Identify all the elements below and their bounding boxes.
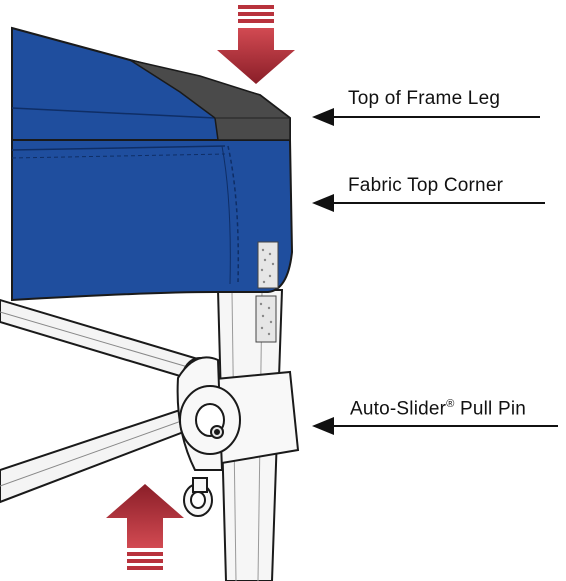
registered-mark: ® bbox=[446, 398, 455, 410]
label-pull-pin-suffix: Pull Pin bbox=[454, 398, 527, 420]
velcro-strips bbox=[255, 241, 279, 343]
label-fabric-top-corner: Fabric Top Corner bbox=[348, 175, 504, 196]
label-pull-pin-prefix: Auto-Slider bbox=[350, 398, 447, 420]
left-pointer-arrow-icon bbox=[312, 417, 558, 435]
push-up-arrow-icon bbox=[106, 484, 184, 570]
left-pointer-arrow-icon bbox=[312, 108, 540, 126]
auto-slider-bracket bbox=[176, 356, 300, 471]
canopy-fabric bbox=[11, 26, 294, 302]
left-pointer-arrow-icon bbox=[312, 194, 545, 212]
pull-pin-ring bbox=[183, 477, 213, 517]
push-down-arrow-icon bbox=[217, 5, 295, 84]
label-auto-slider-pull-pin: Auto-Slider® Pull Pin bbox=[350, 398, 526, 420]
label-top-of-frame-leg: Top of Frame Leg bbox=[348, 88, 501, 109]
